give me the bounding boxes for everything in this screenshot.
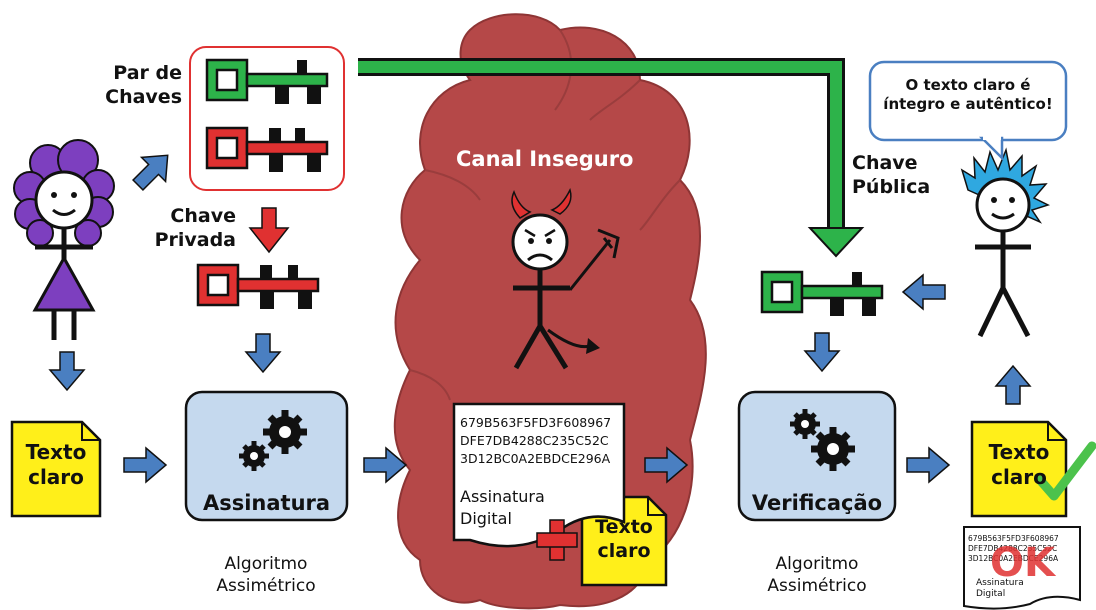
key-pair-label: Par de Chaves xyxy=(105,62,182,108)
private-key-icon xyxy=(196,263,320,309)
blue-arrow-icon xyxy=(49,351,85,391)
checkmark-icon xyxy=(1035,441,1096,501)
plaintext-label: Texto claro xyxy=(988,440,1050,489)
gear-icon xyxy=(263,410,307,454)
blue-arrow-icon xyxy=(804,332,840,372)
blue-arrow-icon xyxy=(995,365,1031,405)
hex-line: 679B563F5FD3F608967 xyxy=(968,534,1059,543)
ok-stamp: OK xyxy=(990,540,1055,586)
algorithm-label: Algoritmo Assimétrico xyxy=(767,554,867,597)
plaintext-label: Texto claro xyxy=(25,440,87,489)
plus-icon xyxy=(536,519,578,561)
blue-arrow-icon xyxy=(123,447,167,483)
red-arrow-icon xyxy=(248,207,290,254)
small-signature-document xyxy=(963,526,1081,610)
public-key-route-arrow xyxy=(358,58,865,258)
sender-figure xyxy=(13,139,115,340)
hex-line: 3D12BC0A2EBDCE296A xyxy=(968,554,1059,564)
hex-line: DFE7DB4288C235C52C xyxy=(460,433,609,449)
hex-line: 679B563F5FD3F608967 xyxy=(460,415,612,430)
blue-arrow-icon xyxy=(902,274,946,310)
gear-icon xyxy=(811,427,855,471)
verification-process-box xyxy=(737,390,897,522)
small-signature-caption: Assinatura Digital xyxy=(976,578,1024,599)
public-key-label: Chave Pública xyxy=(852,152,931,198)
attacker-figure xyxy=(511,187,620,370)
small-signature-hex: 679B563F5FD3F608967 DFE7DB4288C235C52C 3… xyxy=(968,534,1059,564)
hex-line: 3D12BC0A2EBDCE296A xyxy=(460,451,611,467)
public-key-icon xyxy=(205,58,329,104)
private-key-label: Chave Privada xyxy=(154,205,236,251)
plaintext-document xyxy=(10,420,102,518)
insecure-channel-label: Canal Inseguro xyxy=(456,147,634,171)
private-key-icon xyxy=(205,126,329,172)
signature-caption: Assinatura Digital xyxy=(460,487,545,528)
blue-arrow-icon xyxy=(245,333,281,373)
plaintext-document xyxy=(580,495,668,587)
gear-icon xyxy=(790,409,820,439)
algorithm-label: Algoritmo Assimétrico xyxy=(216,554,316,597)
blue-arrow-icon xyxy=(906,447,950,483)
blue-arrow-icon xyxy=(125,142,181,198)
plaintext-label: Texto claro xyxy=(595,516,653,562)
hex-line: DFE7DB4288C235C52C xyxy=(968,544,1058,554)
verification-box-label: Verificação xyxy=(751,491,883,515)
speech-bubble xyxy=(868,60,1068,162)
receiver-figure xyxy=(960,147,1050,338)
speech-bubble-text: O texto claro é íntegro e autêntico! xyxy=(883,76,1053,113)
public-key-icon xyxy=(760,270,884,316)
gear-icon xyxy=(239,441,269,471)
signature-box-label: Assinatura xyxy=(202,491,331,515)
signature-hex: 679B563F5FD3F608967 DFE7DB4288C235C52C 3… xyxy=(460,414,611,468)
